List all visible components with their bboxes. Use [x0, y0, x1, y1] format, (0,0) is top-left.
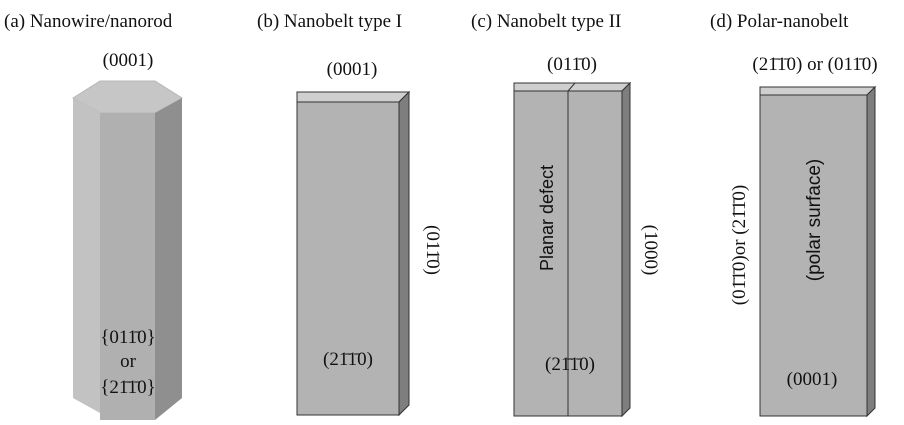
c-side-face-label: (1000) — [640, 225, 661, 276]
c-planar-defect-top — [567, 82, 576, 92]
d-top-face — [759, 86, 877, 96]
caption-b: (b) Nanobelt type I — [257, 11, 402, 32]
b-top-face — [296, 91, 411, 103]
hex-front-face — [100, 113, 155, 420]
d-front-face-label: (0001) — [787, 369, 838, 390]
b-side-face — [398, 90, 410, 417]
caption-a: (a) Nanowire/nanorod — [4, 11, 173, 32]
d-polar-surface-label: (polar surface) — [804, 159, 825, 282]
polar-nanobelt — [759, 85, 877, 418]
c-defect-label: Planar defect — [537, 165, 557, 271]
c-front-face-label: (21̄1̄0) — [545, 354, 595, 375]
d-top-face-label: (21̄1̄0) or (011̄0) — [752, 54, 877, 75]
a-side-face-label-2: {21̄1̄0} — [100, 377, 156, 398]
c-side-face — [621, 81, 631, 418]
b-front-face — [296, 101, 400, 416]
nanobelt-type-1 — [296, 90, 411, 417]
d-side-face-label: (01̄1̄0)or (21̄1̄0) — [729, 185, 750, 305]
d-side-face — [866, 85, 876, 418]
a-side-face-or: or — [120, 351, 137, 372]
nanobelt-type-2 — [513, 81, 632, 418]
b-top-face-label: (0001) — [327, 59, 378, 80]
c-top-face-label: (011̄0) — [547, 54, 597, 75]
caption-d: (d) Polar-nanobelt — [710, 11, 849, 32]
b-front-face-label: (21̄1̄0) — [323, 349, 373, 370]
hex-right-face — [155, 98, 182, 420]
a-top-face-label: (0001) — [103, 50, 154, 71]
a-side-face-label-1: {011̄0} — [100, 327, 156, 348]
b-side-face-label: (011̄0) — [422, 225, 443, 275]
d-front-face — [759, 94, 868, 417]
hex-left-face — [73, 98, 100, 413]
nanowire-hexagonal-prism — [72, 80, 183, 420]
caption-c: (c) Nanobelt type II — [471, 11, 621, 32]
